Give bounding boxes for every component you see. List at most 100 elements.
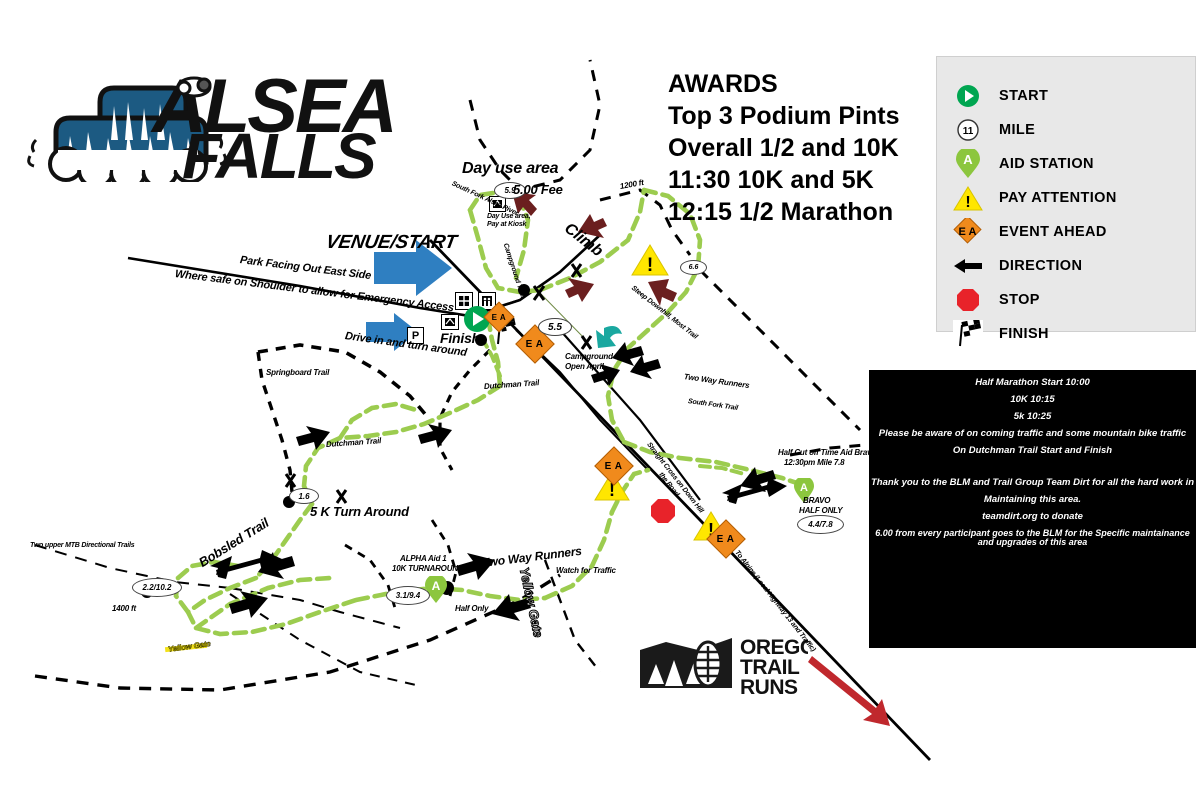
svg-text:11: 11 bbox=[963, 126, 974, 137]
arrow-campground-south bbox=[612, 342, 644, 366]
svg-text:!: ! bbox=[708, 520, 714, 540]
awards-line-3: 11:30 10K and 5K bbox=[668, 166, 874, 194]
label-bravo-1: BRAVO bbox=[803, 496, 831, 505]
label-elev-1400: 1400 ft bbox=[112, 604, 136, 613]
otr-boot-tread bbox=[693, 640, 723, 688]
legend-label-start: START bbox=[999, 88, 1049, 104]
direction-arrow-icon bbox=[937, 257, 999, 275]
x-mark-5 bbox=[570, 263, 583, 278]
arrow-lower-left bbox=[456, 553, 495, 580]
dashed-mtb-lower bbox=[229, 587, 401, 629]
label-5k-turn-around: 5 K Turn Around bbox=[310, 504, 409, 519]
arrow-two-way-east bbox=[722, 478, 787, 504]
aid-station-marker-bravo: A bbox=[794, 478, 814, 503]
legend-label-finish: FINISH bbox=[999, 326, 1049, 342]
x-mark-3 bbox=[284, 473, 297, 488]
trail-bobsled-upper bbox=[193, 575, 333, 631]
finish-flag-icon bbox=[937, 320, 999, 348]
arrow-5-5-left bbox=[565, 278, 594, 302]
dashed-springboard-lower bbox=[256, 351, 294, 493]
arrow-venue-big bbox=[374, 240, 452, 296]
awards-line-0: AWARDS bbox=[668, 70, 778, 98]
x-mark-1 bbox=[532, 285, 546, 301]
dashed-yellow-gate-line bbox=[543, 559, 601, 673]
trail-dutchman-loop bbox=[301, 435, 343, 507]
logo-text-falls: FALLS bbox=[182, 120, 377, 182]
marker-4-4-7-8: 4.4/7.8 bbox=[797, 515, 844, 534]
marker-5-9: 5.9 bbox=[494, 182, 526, 199]
node-5-5 bbox=[518, 284, 530, 296]
x-crossing-marks bbox=[284, 263, 593, 504]
label-day-use-area: Day use area bbox=[462, 160, 559, 177]
label-fee: 5.00 Fee bbox=[513, 182, 563, 197]
trail-south-fork bbox=[621, 439, 809, 489]
node-finish bbox=[475, 334, 487, 346]
arrow-teal bbox=[596, 326, 622, 348]
dashed-campground-loop bbox=[438, 348, 492, 471]
arrow-bobsled-left bbox=[229, 591, 268, 618]
legend-row-stop: STOP bbox=[937, 283, 1195, 317]
map-legend: START 11 MILE A AID STATION ! PAY ATTENT… bbox=[936, 56, 1196, 348]
legend-row-event-ahead: E A EVENT AHEAD bbox=[937, 215, 1195, 249]
dashed-boundary-north bbox=[468, 59, 602, 192]
dashed-boundary-northeast bbox=[599, 188, 692, 256]
otr-text-oregon: OREGON bbox=[740, 636, 808, 659]
legend-label-attention: PAY ATTENTION bbox=[999, 190, 1117, 206]
svg-text:A: A bbox=[800, 482, 808, 494]
logo-splashes bbox=[27, 134, 227, 168]
day-use-picnic-icon bbox=[489, 196, 506, 212]
marker-6-6: 6.6 bbox=[680, 260, 707, 275]
awards-line-2: Overall 1/2 and 10K bbox=[668, 134, 899, 162]
trail-gate-to-stop bbox=[609, 467, 651, 515]
info-thanks-3: 6.00 from every participant goes to the … bbox=[875, 527, 1190, 548]
marker-2-2-10-2: 2.2/10.2 bbox=[132, 578, 182, 597]
start-marker-icon bbox=[464, 306, 490, 332]
trail-climb-east bbox=[641, 187, 703, 333]
info-line-4: On Dutchman Trail Start and Finish bbox=[952, 444, 1113, 456]
parking-icon: P bbox=[407, 327, 424, 344]
aid-station-icon: A bbox=[937, 149, 999, 179]
oregon-trail-runs-logo: OREGON TRAIL RUNS bbox=[640, 636, 808, 699]
arrow-east-loop bbox=[591, 364, 620, 386]
label-bravo-2: HALF ONLY bbox=[799, 506, 843, 515]
trail-dutchman-north bbox=[337, 401, 419, 441]
legend-row-attention: ! PAY ATTENTION bbox=[937, 181, 1195, 215]
legend-row-direction: DIRECTION bbox=[937, 249, 1195, 283]
x-connector bbox=[539, 292, 587, 341]
legend-label-stop: STOP bbox=[999, 292, 1040, 308]
road-branch-lower bbox=[559, 329, 701, 501]
label-springboard-trail: Springboard Trail bbox=[266, 368, 330, 377]
aid-station-marker-alpha: A bbox=[425, 576, 447, 603]
two-way-arrows bbox=[210, 478, 787, 579]
svg-text:!: ! bbox=[647, 255, 653, 276]
otr-text-trail: TRAIL bbox=[740, 656, 800, 679]
legend-label-aid: AID STATION bbox=[999, 156, 1094, 172]
svg-text:!: ! bbox=[965, 194, 970, 211]
otr-text-runs: RUNS bbox=[740, 676, 798, 699]
alsea-falls-logo: ALSEA FALLS bbox=[27, 64, 398, 182]
arrow-dayuse-down bbox=[512, 192, 537, 216]
arrow-dutchman-left2 bbox=[296, 426, 330, 450]
dashed-south-boundary bbox=[34, 573, 561, 692]
label-venue-start: VENUE/START bbox=[324, 232, 459, 253]
marker-1-6: 1.6 bbox=[289, 488, 319, 504]
legend-row-finish: FINISH bbox=[937, 317, 1195, 351]
arrow-two-way-bobsled bbox=[210, 550, 282, 579]
svg-text:A: A bbox=[432, 579, 441, 593]
mile-marker-icon: 11 bbox=[937, 117, 999, 143]
svg-text:!: ! bbox=[609, 480, 615, 500]
trail-east-loop-return bbox=[605, 327, 651, 445]
label-campground-open-2: Open April bbox=[565, 362, 604, 371]
info-thanks-1: Maintaining this area. bbox=[983, 493, 1082, 505]
label-half-only: Half Only bbox=[455, 604, 489, 613]
awards-line-1: Top 3 Podium Pints bbox=[668, 102, 900, 130]
info-thanks-2: teamdirt.org to donate bbox=[982, 510, 1083, 522]
event-ahead-icon: E A bbox=[937, 218, 999, 246]
picnic-table-icon bbox=[455, 292, 473, 310]
label-day-use-kiosk-2: Pay at Kiosk bbox=[487, 221, 527, 228]
label-finish: Finish bbox=[440, 330, 481, 346]
label-half-cutoff-1: Half Cut off Time Aid Bravo bbox=[778, 448, 877, 457]
arrow-half-road bbox=[630, 355, 661, 379]
